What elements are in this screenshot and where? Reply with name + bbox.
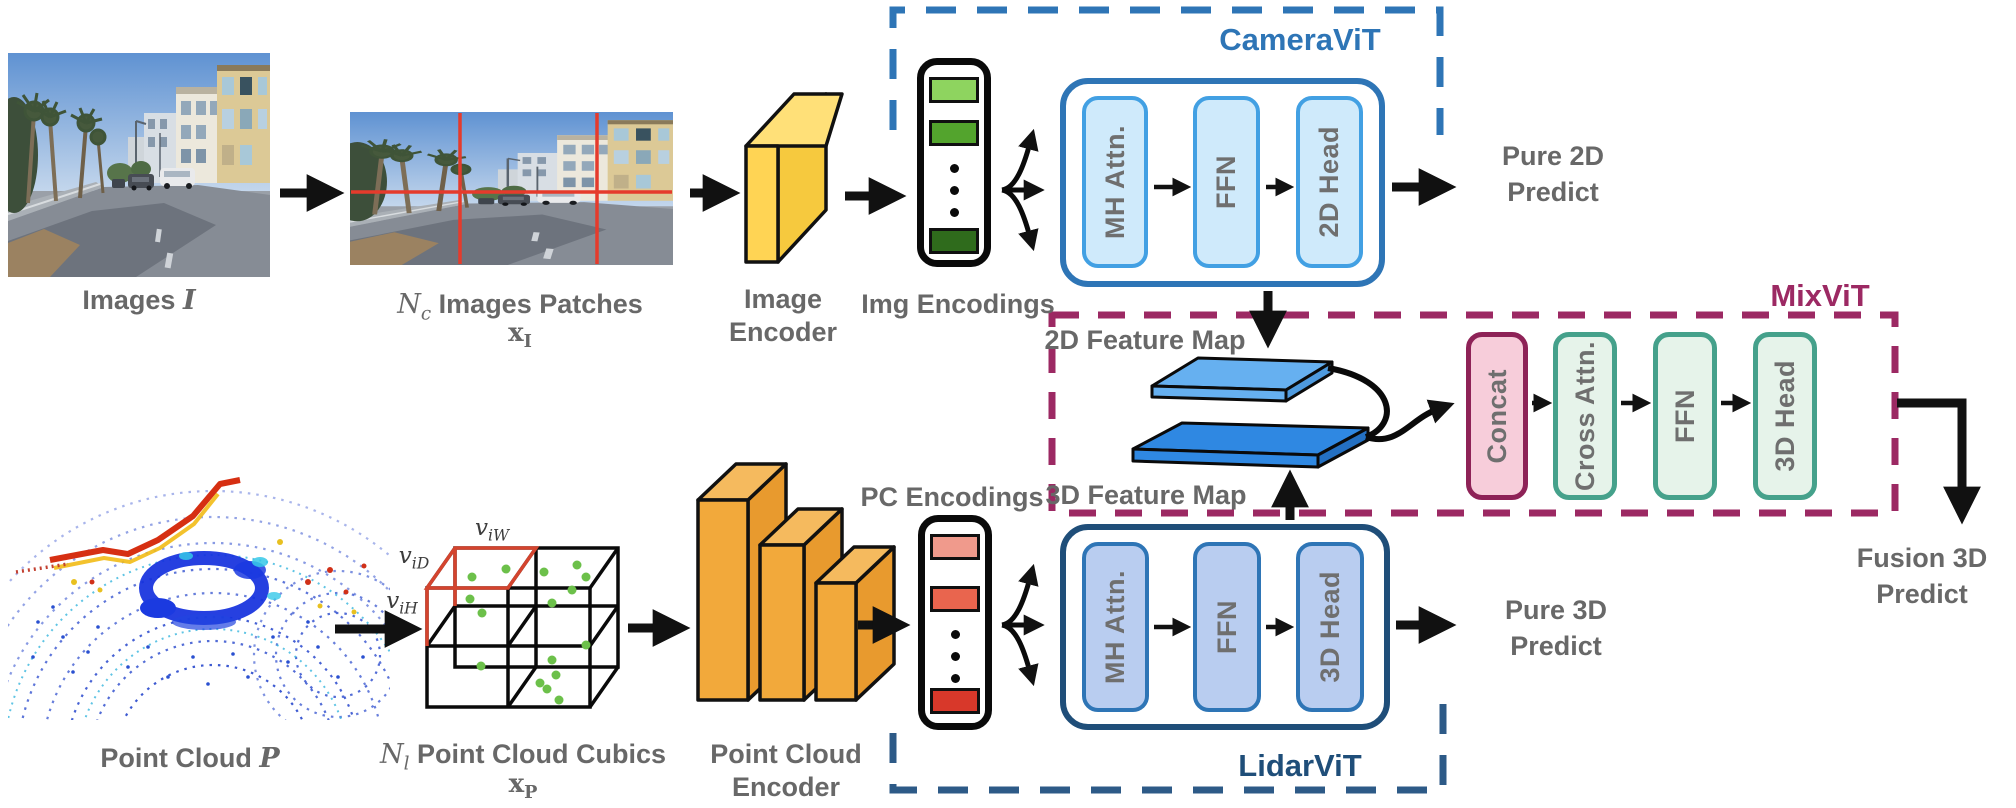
feature-map-2d-label: 2D Feature Map bbox=[1044, 325, 1246, 355]
pure-2d-line2: Predict bbox=[1507, 177, 1599, 207]
img-token-mid bbox=[929, 120, 979, 146]
ellipsis-dot bbox=[951, 674, 960, 683]
lidar-3d-head-block: 3D Head bbox=[1296, 542, 1364, 712]
camera-ffn-label: FFN bbox=[1211, 155, 1241, 209]
ellipsis-dot bbox=[951, 630, 960, 639]
ellipsis-dot bbox=[950, 208, 959, 217]
img-token-light bbox=[929, 77, 979, 103]
pc-token-mid bbox=[930, 586, 980, 612]
camera-vit-title: CameraViT bbox=[1219, 22, 1381, 57]
pc-encoder-label: Point Cloud Encoder bbox=[710, 738, 861, 804]
cubics-n-symbol: Nl bbox=[379, 739, 410, 775]
pc-encodings-fanout bbox=[1001, 563, 1045, 687]
pure-3d-output: Pure 3D Predict bbox=[1505, 592, 1607, 664]
camera-mh-attn-label: MH Attn. bbox=[1099, 125, 1130, 239]
lidar-mh-attn-label: MH Attn. bbox=[1100, 570, 1130, 684]
ellipsis-dot bbox=[950, 186, 959, 195]
inner-block-arrows bbox=[1154, 177, 1752, 637]
patches-n-symbol: Nc bbox=[397, 289, 432, 325]
mix-3d-head-block: 3D Head bbox=[1753, 332, 1817, 500]
lidar-vit-box bbox=[1060, 524, 1390, 730]
pc-encoder-line1: Point Cloud bbox=[710, 739, 862, 769]
mix-ffn-block: FFN bbox=[1653, 332, 1717, 500]
ellipsis-dot bbox=[950, 164, 959, 173]
camera-mh-attn-block: MH Attn. bbox=[1082, 96, 1148, 268]
images-label-text: Images bbox=[82, 285, 176, 315]
arrow-fusion-output bbox=[1897, 398, 1981, 525]
mix-vit-dashed-outline bbox=[1048, 311, 1899, 517]
camera-ffn-block: FFN bbox=[1193, 96, 1260, 268]
slab-join-curve bbox=[1327, 365, 1390, 440]
point-cloud-label-text: Point Cloud bbox=[100, 743, 252, 773]
street-photo-patches bbox=[328, 112, 673, 265]
mix-vit-title: MixViT bbox=[1770, 278, 1870, 313]
cubics-vector-symbol: xP bbox=[508, 769, 538, 804]
camera-vit-box bbox=[1060, 78, 1385, 287]
img-encodings-label: Img Encodings bbox=[861, 289, 1055, 319]
voxel-height-label: viH bbox=[386, 588, 418, 618]
image-encoder-line2: Encoder bbox=[728, 317, 838, 347]
fusion-3d-line1: Fusion 3D bbox=[1856, 543, 1988, 573]
pure-2d-output: Pure 2D Predict bbox=[1502, 138, 1604, 210]
pure-2d-line1: Pure 2D bbox=[1501, 141, 1605, 171]
mix-cross-attn-block: Cross Attn. bbox=[1553, 332, 1617, 500]
street-photo bbox=[8, 53, 270, 277]
cubics-label: Nl Point Cloud Cubics bbox=[380, 738, 666, 780]
point-cloud-label: Point Cloud P bbox=[100, 742, 279, 775]
pc-token-light bbox=[930, 534, 980, 560]
lidar-vit-dashed-outline bbox=[889, 697, 1447, 794]
mix-concat-block: Concat bbox=[1466, 332, 1528, 500]
mix-concat-label: Concat bbox=[1481, 368, 1512, 464]
camera-2d-head-label: 2D Head bbox=[1314, 126, 1344, 238]
images-label: Images I bbox=[82, 284, 195, 317]
voxel-depth-label: viD bbox=[398, 543, 430, 573]
patches-label-text: Images Patches bbox=[438, 289, 643, 319]
camera-2d-head-block: 2D Head bbox=[1296, 96, 1363, 268]
lidar-mh-attn-block: MH Attn. bbox=[1082, 542, 1149, 712]
cubics-point-dots bbox=[465, 560, 591, 705]
point-cloud-label-symbol: P bbox=[259, 743, 280, 774]
feature-map-3d-slab bbox=[1131, 421, 1370, 469]
pc-encodings-stack bbox=[918, 515, 992, 730]
pure-3d-line1: Pure 3D bbox=[1504, 595, 1608, 625]
image-encoder-box bbox=[744, 92, 844, 264]
lidar-ffn-label: FFN bbox=[1211, 600, 1242, 654]
mix-3d-head-label: 3D Head bbox=[1769, 360, 1800, 472]
images-label-symbol: I bbox=[182, 285, 196, 316]
image-encoder-line1: Image bbox=[743, 284, 823, 314]
img-encodings-fanout bbox=[1001, 128, 1045, 252]
patches-vector-symbol: xI bbox=[508, 318, 532, 353]
ellipsis-dot bbox=[951, 652, 960, 661]
point-cloud-encoder-boxes bbox=[696, 462, 896, 702]
flow-arrows bbox=[280, 168, 1981, 648]
patches-label: Nc Images Patches bbox=[397, 288, 643, 330]
patch-grid-lines bbox=[351, 113, 672, 264]
camera-vit-dashed-outline bbox=[889, 6, 1444, 135]
cubics-highlight-voxel bbox=[423, 546, 540, 646]
img-encodings-stack bbox=[917, 58, 991, 267]
pc-token-dark bbox=[930, 688, 980, 714]
voxel-width-label: viW bbox=[474, 515, 510, 545]
img-token-dark bbox=[929, 228, 979, 254]
feature-map-2d-slab bbox=[1150, 356, 1334, 403]
feature-map-3d-label: 3D Feature Map bbox=[1045, 480, 1247, 510]
concat-input-arrow bbox=[1365, 399, 1455, 442]
pc-encoder-line2: Encoder bbox=[731, 772, 841, 802]
fusion-3d-line2: Predict bbox=[1876, 579, 1968, 609]
image-encoder-label: Image Encoder bbox=[729, 283, 837, 349]
pc-encodings-label: PC Encodings bbox=[860, 482, 1044, 512]
mix-ffn-label: FFN bbox=[1669, 389, 1700, 443]
cubics-label-text: Point Cloud Cubics bbox=[417, 739, 667, 769]
mix-cross-attn-label: Cross Attn. bbox=[1569, 340, 1600, 491]
lidar-3d-head-label: 3D Head bbox=[1314, 571, 1345, 683]
lidar-vit-title: LidarViT bbox=[1238, 748, 1362, 783]
fusion-3d-output: Fusion 3D Predict bbox=[1857, 540, 1988, 612]
pure-3d-line2: Predict bbox=[1510, 631, 1602, 661]
lidar-ffn-block: FFN bbox=[1193, 542, 1261, 712]
